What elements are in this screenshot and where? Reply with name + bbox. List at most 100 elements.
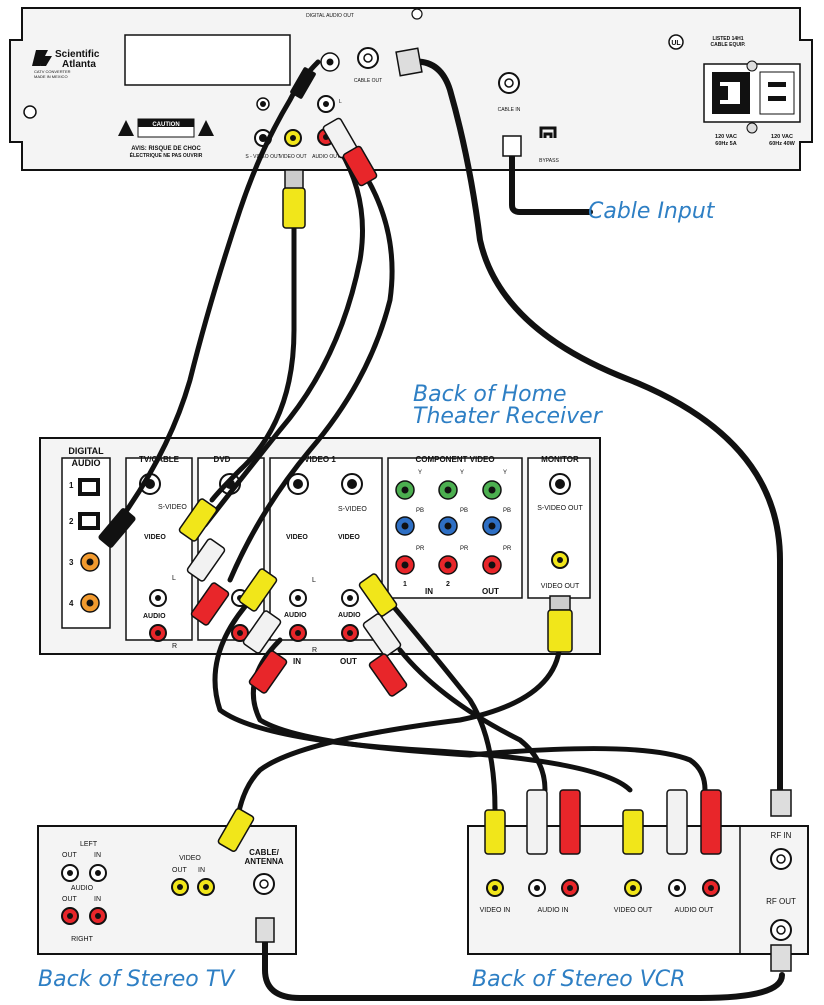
comp-pr3: PR [503, 546, 512, 552]
comp-out-label: OUT [482, 587, 499, 596]
listed-label: LISTED 14H1 [712, 36, 743, 42]
comp-pb3: PB [503, 508, 511, 514]
tv-out-label-2: OUT [62, 896, 78, 903]
comp-pr1: PR [416, 546, 425, 552]
receiver-panel: DIGITAL AUDIO 1 2 3 4 TV/CABLE S-VIDEO V… [39, 437, 601, 666]
cable-input-label: Cable Input [588, 199, 715, 224]
component-jacks [395, 480, 502, 575]
receiver-label-line1: Back of Home [413, 382, 567, 407]
video-out-label: VIDEO OUT [279, 154, 307, 160]
tv-video-in-label: IN [198, 867, 205, 874]
coax-vcr-to-tv [262, 927, 785, 1001]
tv-audio-label: AUDIO [71, 885, 94, 892]
tv-video-label: VIDEO [179, 855, 201, 862]
audio-cable-left [202, 147, 365, 528]
brand-sub-line1: CATV CONVERTER [34, 69, 71, 74]
num-3: 3 [69, 558, 74, 567]
ac1-line2: 60Hz 5A [715, 141, 736, 147]
digital-audio-cable [117, 59, 321, 523]
comp-y1: Y [418, 470, 422, 476]
brand-line2: Atlanta [62, 59, 96, 70]
audio-cable-right [227, 167, 395, 583]
component-video-label: COMPONENT VIDEO [415, 455, 494, 464]
vcr-audio-in-label: AUDIO IN [537, 907, 568, 914]
monitor-video-out-label: VIDEO OUT [541, 583, 580, 590]
svg-text:S-VIDEO OUT: S-VIDEO OUT [537, 505, 583, 512]
cable-out-label: CABLE OUT [354, 78, 382, 84]
cables [117, 58, 785, 1001]
audio-l-label: L [339, 99, 342, 105]
avis-line2: ÉLECTRIQUE NE PAS OUVRIR [130, 151, 203, 159]
comp-y3: Y [503, 470, 507, 476]
video1-video-out-label: VIDEO [338, 534, 360, 541]
comp-num-1: 1 [403, 581, 407, 588]
ul-logo-icon [668, 34, 684, 50]
vcr-video-in-cable [385, 597, 498, 813]
video1-out-label: OUT [340, 657, 357, 666]
coax-cable-box-to-vcr [407, 58, 783, 793]
tv-left-label: LEFT [80, 841, 98, 848]
vcr-rf-in-label: RF IN [771, 831, 792, 840]
digital-audio-label-2: AUDIO [72, 458, 101, 468]
brand-line1: Scientific [55, 49, 100, 60]
cable-box-panel: Scientific Atlanta CATV CONVERTER MADE I… [9, 7, 813, 171]
monitor-to-tv-cable [233, 637, 563, 833]
receiver-label-line2: Theater Receiver [413, 404, 602, 429]
tv-cable-audio-label: AUDIO [143, 613, 166, 620]
digital-audio-label-1: DIGITAL [68, 446, 104, 456]
comp-in-label: IN [425, 587, 433, 596]
video1-audio-out-label: AUDIO [338, 612, 361, 619]
stereo-vcr-label: Back of Stereo VCR [472, 967, 686, 992]
tv-cable-video-label: VIDEO [144, 534, 166, 541]
num-4: 4 [69, 599, 74, 608]
ac2-line1: 120 VAC [771, 134, 793, 140]
vcr-audio-in-cable [397, 647, 548, 793]
power-receptacle [703, 60, 801, 134]
tv-in-label-2: IN [94, 896, 101, 903]
tv-panel: LEFT OUT IN AUDIO OUT IN RIGHT VIDEO OUT… [37, 825, 297, 955]
vcr-rf-out-label: RF OUT [766, 897, 796, 906]
monitor-label: MONITOR [541, 455, 579, 464]
audio-out-label: AUDIO OUT [312, 154, 340, 160]
video1-label: VIDEO 1 [304, 455, 336, 464]
ac2-line2: 60Hz 40W [769, 141, 795, 147]
plugs [98, 47, 792, 972]
video1-video-in-label: VIDEO [286, 534, 308, 541]
comp-pb2: PB [460, 508, 468, 514]
tv-in-label-1: IN [94, 852, 101, 859]
tv-cable-antenna-label-1: CABLE/ [249, 848, 280, 857]
video1-audio-in-label: AUDIO [284, 612, 307, 619]
vcr-audio-out-cable [250, 637, 708, 793]
digital-audio-out-label: DIGITAL AUDIO OUT [306, 13, 354, 19]
tv-cable-r-label: R [172, 643, 177, 650]
comp-pr2: PR [460, 546, 469, 552]
num-1: 1 [69, 481, 74, 490]
video1-in-label: IN [293, 657, 301, 666]
caution-text: CAUTION [152, 122, 179, 128]
dvd-label: DVD [214, 455, 231, 464]
video1-r-label: R [312, 647, 317, 654]
num-2: 2 [69, 517, 74, 526]
ac1-line1: 120 VAC [715, 134, 737, 140]
cable-in-label: CABLE IN [498, 107, 521, 113]
caution-label: CAUTION AVIS: RISQUE DE CHOC ÉLECTRIQUE … [118, 118, 214, 159]
video1-s-video-label: S-VIDEO [338, 506, 367, 513]
video-cable-box-to-receiver [209, 222, 297, 503]
video1-l-label: L [312, 577, 316, 584]
cable-equip-label: CABLE EQUIP. [711, 42, 747, 48]
tv-out-label-1: OUT [62, 852, 78, 859]
comp-pb1: PB [416, 508, 424, 514]
tv-cable-l-label: L [172, 575, 176, 582]
stereo-tv-label: Back of Stereo TV [38, 967, 235, 992]
tv-right-label: RIGHT [71, 936, 94, 943]
svg-text:UL: UL [671, 40, 681, 47]
comp-num-2: 2 [446, 581, 450, 588]
avis-line1: AVIS: RISQUE DE CHOC [131, 146, 201, 152]
vcr-video-out-label: VIDEO OUT [614, 907, 653, 914]
scientific-atlanta-logo: Scientific Atlanta CATV CONVERTER MADE I… [32, 49, 100, 79]
tv-cable-antenna-label-2: ANTENNA [244, 857, 283, 866]
comp-y2: Y [460, 470, 464, 476]
bypass-label: BYPASS [539, 158, 559, 164]
vcr-video-in-label: VIDEO IN [480, 907, 511, 914]
